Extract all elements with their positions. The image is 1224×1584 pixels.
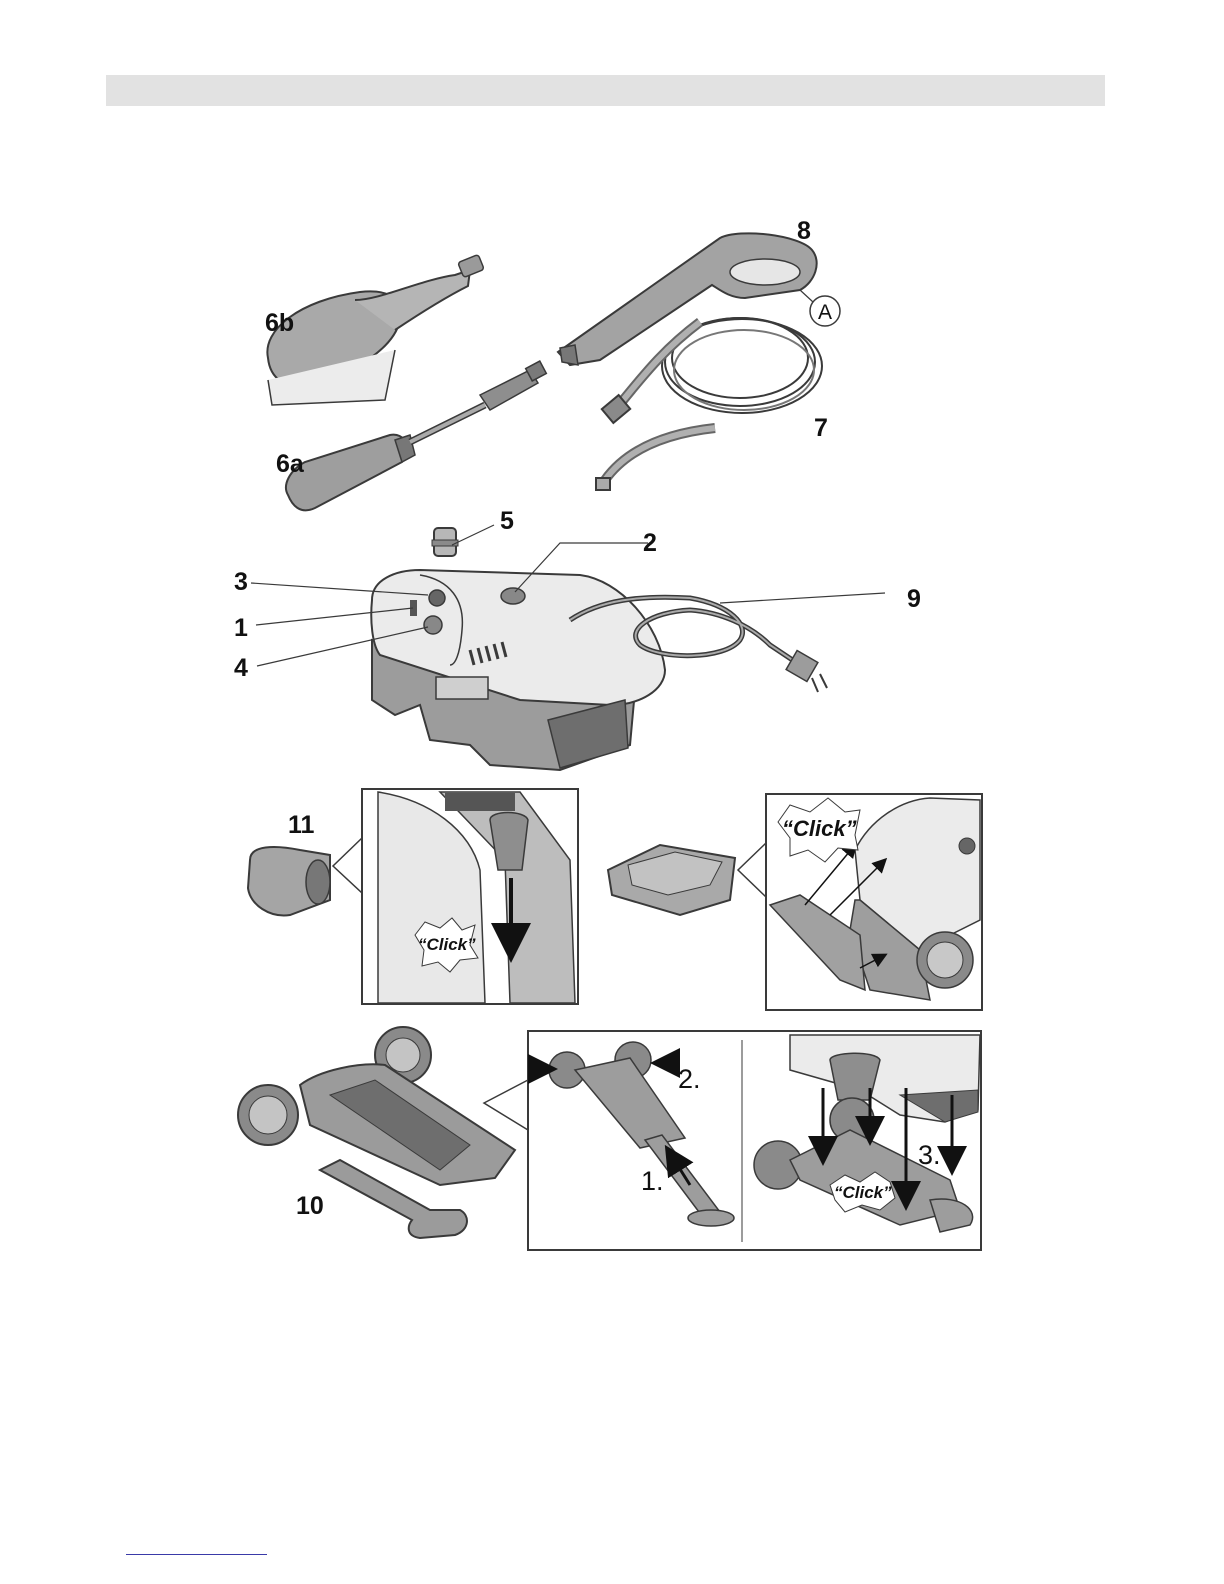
label-4: 4 (234, 654, 248, 682)
wheel-kit-illustration (238, 1027, 515, 1238)
tray-illustration (608, 845, 735, 915)
click-callout-holder: “Click” (418, 935, 476, 954)
click-callout-wheels: “Click” (834, 1183, 892, 1202)
label-9: 9 (907, 585, 921, 613)
label-8: 8 (797, 217, 811, 245)
label-6b: 6b (265, 309, 294, 337)
label-3: 3 (234, 568, 248, 596)
marker-a: A (800, 290, 840, 326)
click-callout-tray: “Click” (782, 816, 857, 841)
wheel-detail-pointer (484, 1080, 528, 1130)
label-7: 7 (814, 414, 828, 442)
step-3-label: 3. (918, 1140, 941, 1170)
marker-a-label: A (818, 301, 832, 324)
step-1-label: 1. (641, 1166, 664, 1196)
label-5: 5 (500, 507, 514, 535)
step-2-label: 2. (678, 1064, 701, 1094)
holder-illustration (248, 847, 330, 915)
brush-illustration (267, 254, 484, 405)
adapter-illustration (432, 528, 458, 556)
tray-detail-pointer (738, 843, 766, 897)
holder-detail-pointer (333, 838, 362, 893)
high-pressure-hose-illustration (596, 318, 822, 490)
footer-link-underline (126, 1554, 267, 1555)
label-11: 11 (288, 811, 315, 839)
label-2: 2 (643, 529, 657, 557)
label-6a: 6a (276, 450, 305, 478)
label-1: 1 (234, 614, 248, 642)
label-10: 10 (296, 1192, 324, 1220)
